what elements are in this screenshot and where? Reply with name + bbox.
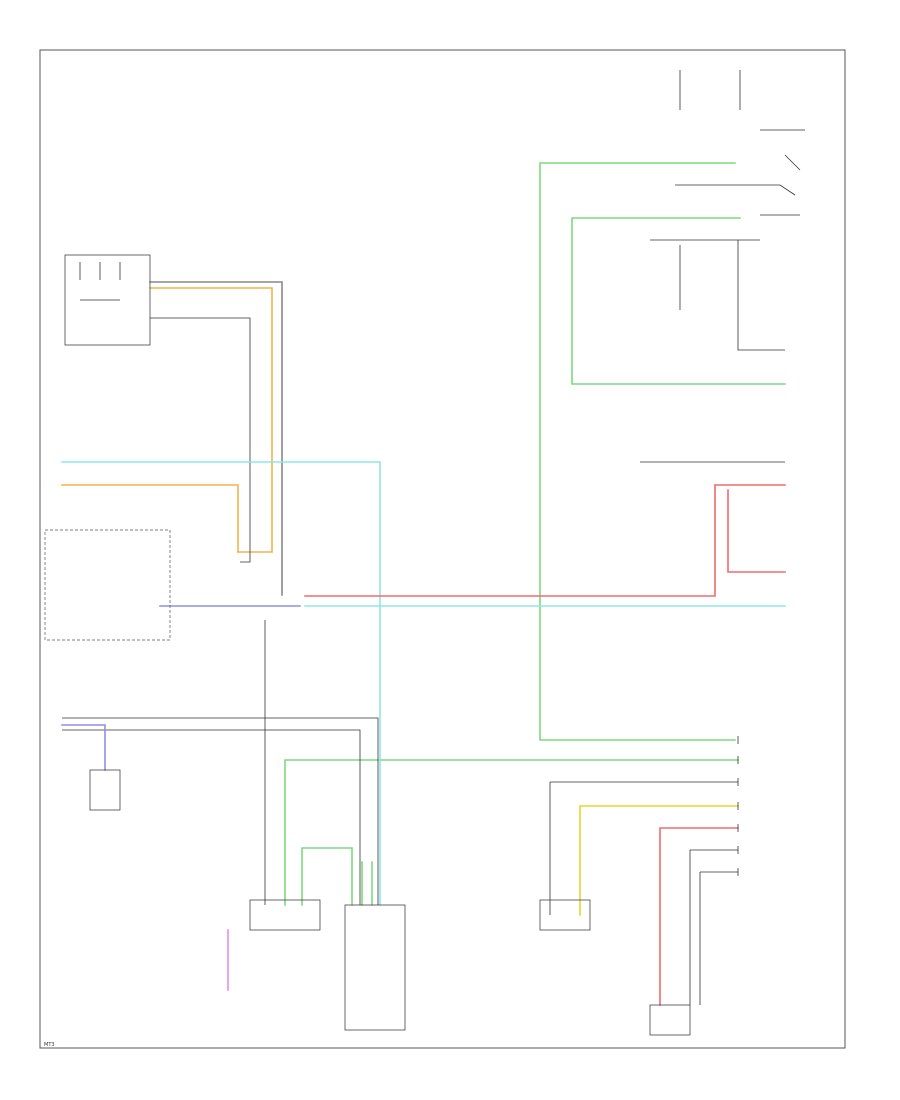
wire-gray-main-2 [62,717,379,905]
sensor-box-left [89,769,121,811]
wire-gray-right [549,781,738,915]
bcm-connector-box-2 [344,904,406,1031]
cyan-wires [61,461,786,906]
wire-green-main [539,162,736,741]
wire-gray-thin-1 [150,317,251,563]
relay-contacts [79,262,121,301]
orange-wires [61,287,273,553]
green-wires [284,162,786,906]
wire-gray-top [149,281,283,596]
wire-gray-ac-press [737,240,785,351]
switch-1 [679,70,741,110]
wire-gray-right-3 [699,871,738,1005]
red-wires [304,484,786,1006]
wire-cyan-top [61,461,381,906]
wire-gray-right-2 [689,849,738,1005]
wire-red-mid [304,484,786,597]
blue-wires [61,605,301,771]
sensor-box-right [539,899,591,931]
wire-green-bcm-2 [301,847,353,906]
diagram-frame [39,49,846,1049]
wire-orange-bottom [61,484,239,553]
switch-7 [784,154,801,171]
gray-wires [62,240,785,1005]
switch-symbols [79,70,805,463]
wire-green-ac-request [571,217,786,385]
wire-gray-main [62,729,361,905]
control-module-box [44,529,171,641]
switch-3 [675,184,796,196]
bcm-connector-box [249,899,321,931]
wire-yellow [579,805,739,916]
wire-green-bcm-3 [361,861,373,906]
wire-green-bcm-1 [284,759,739,906]
wire-red-right [727,489,786,573]
wire-blue-left [61,724,106,771]
footer-code: MT3 [44,1042,55,1048]
ac-module-connector [649,1004,691,1036]
aux-pump-relay-box [64,254,151,346]
wire-red-bottom [659,827,739,1006]
wire-orange-top [149,287,273,553]
